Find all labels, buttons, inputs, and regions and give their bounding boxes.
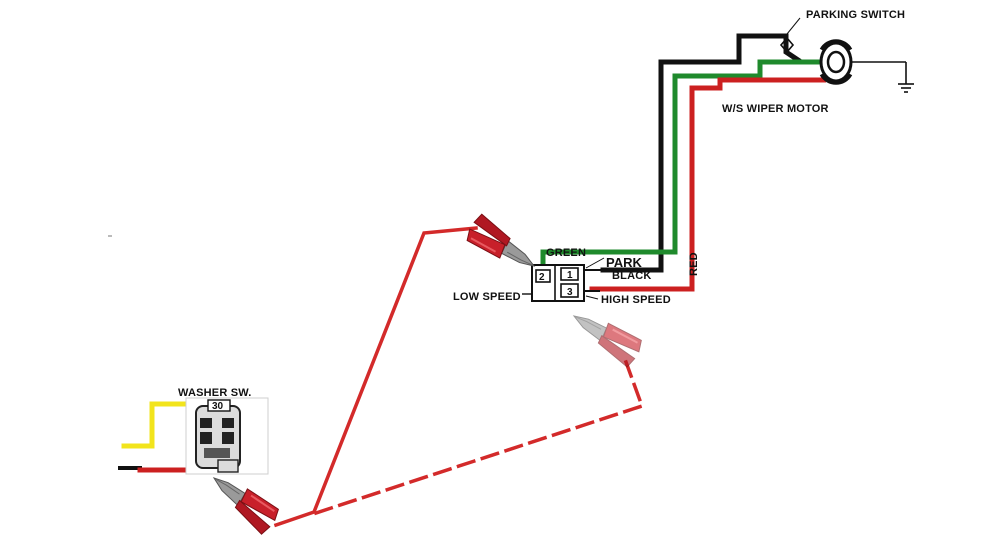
jumper-solid <box>273 226 478 528</box>
parking-switch: PARKING SWITCH <box>779 9 905 54</box>
black-label: BLACK <box>612 270 652 282</box>
alligator-clip-icon <box>462 212 544 280</box>
green-wire <box>540 59 823 286</box>
red-label: RED <box>688 252 700 276</box>
wiper-switch-connector: 2 1 3 <box>522 257 605 302</box>
park-label: PARK <box>606 255 642 270</box>
wire-black <box>600 33 802 273</box>
motor-icon <box>819 39 907 85</box>
alligator-clip-icon <box>203 465 283 537</box>
washer-terminal-label: 30 <box>212 401 224 412</box>
jumper-dashed <box>313 359 645 516</box>
green-label: GREEN <box>546 247 586 259</box>
terminal-1-label: 1 <box>567 270 573 281</box>
terminal-2-label: 2 <box>539 272 545 283</box>
black-wire <box>600 33 802 273</box>
washer-sw-label: WASHER SW. <box>178 387 252 399</box>
wiper-motor-label: W/S WIPER MOTOR <box>722 103 829 115</box>
wire-green <box>540 59 823 286</box>
low-speed-label: LOW SPEED <box>453 291 521 303</box>
alligator-clip-icon <box>565 302 646 369</box>
washer-switch: 30 WASHER SW. <box>118 387 269 475</box>
terminal-3-label: 3 <box>567 287 573 298</box>
ground-symbol-icon <box>898 83 914 93</box>
yellow-wire <box>121 401 201 449</box>
parking-switch-label: PARKING SWITCH <box>806 9 905 21</box>
high-speed-label: HIGH SPEED <box>601 294 671 306</box>
